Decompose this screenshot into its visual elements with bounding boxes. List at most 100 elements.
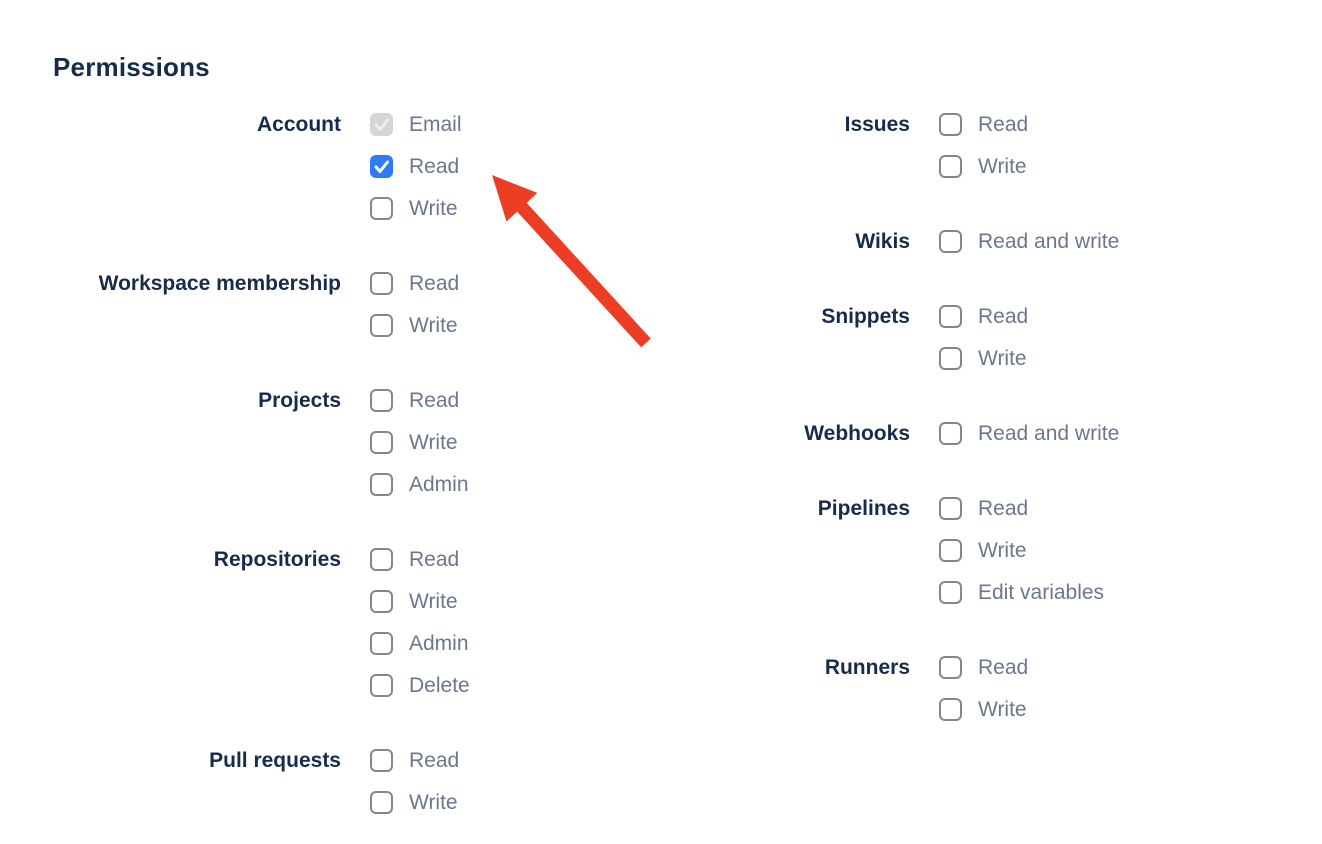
pull-requests-read-checkbox[interactable] [370, 749, 393, 772]
pipelines-read-checkbox[interactable] [939, 497, 962, 520]
permission-option-projects-admin: Admin [370, 471, 469, 498]
runners-read-checkbox[interactable] [939, 656, 962, 679]
checkbox-label: Read [978, 113, 1029, 136]
runners-write-checkbox[interactable] [939, 698, 962, 721]
permission-option-repositories-admin: Admin [370, 630, 470, 657]
checkbox-label: Read and write [978, 422, 1120, 445]
permission-option-workspace-membership-write: Write [370, 312, 459, 339]
permission-group-label: Snippets [821, 305, 910, 328]
account-email-checkbox [370, 113, 393, 136]
snippets-write-checkbox[interactable] [939, 347, 962, 370]
permission-option-snippets-write: Write [939, 345, 1028, 372]
repositories-admin-checkbox[interactable] [370, 632, 393, 655]
projects-admin-checkbox[interactable] [370, 473, 393, 496]
pull-requests-write-checkbox[interactable] [370, 791, 393, 814]
snippets-read-checkbox[interactable] [939, 305, 962, 328]
permission-group-label: Wikis [855, 230, 910, 253]
permission-option-pull-requests-write: Write [370, 789, 459, 816]
checkbox-label: Write [409, 590, 458, 613]
checkbox-label: Write [978, 347, 1027, 370]
permission-option-account-write: Write [370, 195, 462, 222]
issues-write-checkbox[interactable] [939, 155, 962, 178]
permission-option-pull-requests-read: Read [370, 747, 459, 774]
permission-group-label: Runners [824, 656, 910, 679]
checkbox-label: Read [978, 497, 1029, 520]
permission-group-label: Pull requests [209, 749, 341, 772]
permission-option-wikis-read-and-write: Read and write [939, 228, 1119, 255]
checkbox-label: Read [978, 656, 1029, 679]
checkbox-label: Write [978, 698, 1027, 721]
checkbox-label: Write [409, 791, 458, 814]
checkbox-label: Write [409, 314, 458, 337]
checkbox-label: Read [409, 272, 460, 295]
permission-group-wikis: Wikis Read and write [740, 228, 1282, 255]
permission-group-label: Pipelines [817, 497, 910, 520]
permission-option-issues-write: Write [939, 153, 1028, 180]
workspace-membership-read-checkbox[interactable] [370, 272, 393, 295]
page-title: Permissions [53, 52, 210, 82]
permission-option-projects-read: Read [370, 387, 469, 414]
permission-option-pipelines-edit-variables: Edit variables [939, 579, 1104, 606]
checkbox-label: Write [978, 539, 1027, 562]
permission-option-runners-write: Write [939, 696, 1028, 723]
pipelines-edit-variables-checkbox[interactable] [939, 581, 962, 604]
projects-write-checkbox[interactable] [370, 431, 393, 454]
pipelines-write-checkbox[interactable] [939, 539, 962, 562]
permission-group-label: Workspace membership [98, 272, 341, 295]
webhooks-read-and-write-checkbox[interactable] [939, 422, 962, 445]
workspace-membership-write-checkbox[interactable] [370, 314, 393, 337]
permission-group-label: Account [257, 113, 341, 136]
permission-options-list: Read and write [939, 420, 1119, 447]
permission-group-label: Repositories [213, 548, 341, 571]
permission-option-account-email: Email [370, 111, 462, 138]
checkbox-label: Write [409, 431, 458, 454]
permission-option-repositories-read: Read [370, 546, 470, 573]
permission-options-list: Read and write [939, 228, 1119, 255]
permission-option-account-read: Read [370, 153, 462, 180]
checkbox-label: Write [409, 197, 458, 220]
permission-option-pipelines-read: Read [939, 495, 1104, 522]
repositories-read-checkbox[interactable] [370, 548, 393, 571]
permission-group-label: Issues [844, 113, 910, 136]
checkbox-label: Read and write [978, 230, 1120, 253]
permission-option-projects-write: Write [370, 429, 469, 456]
checkbox-label: Delete [409, 674, 470, 697]
permission-option-issues-read: Read [939, 111, 1028, 138]
checkbox-label: Write [978, 155, 1027, 178]
permission-option-snippets-read: Read [939, 303, 1028, 330]
repositories-write-checkbox[interactable] [370, 590, 393, 613]
checkbox-label: Edit variables [978, 581, 1105, 604]
account-read-checkbox[interactable] [370, 155, 393, 178]
checkbox-label: Admin [409, 473, 469, 496]
issues-read-checkbox[interactable] [939, 113, 962, 136]
wikis-read-and-write-checkbox[interactable] [939, 230, 962, 253]
permission-option-webhooks-read-and-write: Read and write [939, 420, 1119, 447]
account-write-checkbox[interactable] [370, 197, 393, 220]
checkbox-label: Read [978, 305, 1029, 328]
permission-option-pipelines-write: Write [939, 537, 1104, 564]
checkbox-label: Email [409, 113, 462, 136]
repositories-delete-checkbox[interactable] [370, 674, 393, 697]
projects-read-checkbox[interactable] [370, 389, 393, 412]
permission-option-repositories-write: Write [370, 588, 470, 615]
permission-group-label: Projects [258, 389, 341, 412]
permission-option-repositories-delete: Delete [370, 672, 470, 699]
